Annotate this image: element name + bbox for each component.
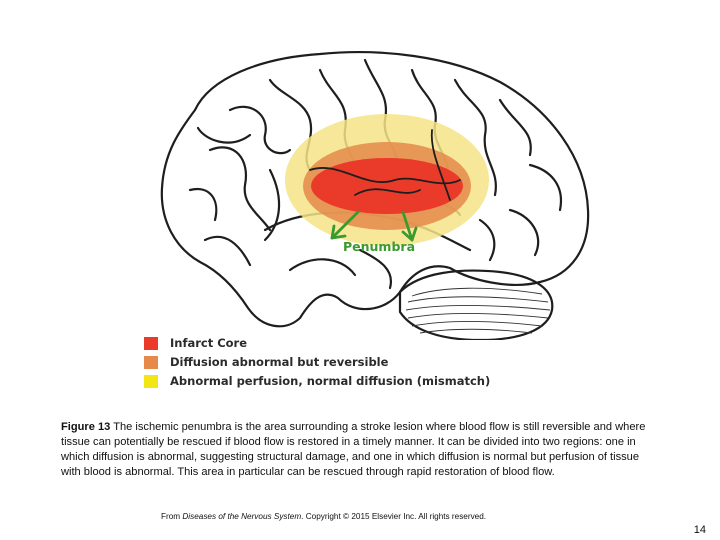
brain-outline: [160, 51, 590, 328]
legend-item-abnormal-perfusion: Abnormal perfusion, normal diffusion (mi…: [144, 372, 490, 390]
legend-swatch-abnormal-perfusion: [144, 374, 158, 388]
copyright-credit: From Diseases of the Nervous System. Cop…: [161, 512, 486, 521]
legend-label: Infarct Core: [170, 336, 248, 350]
legend-label: Abnormal perfusion, normal diffusion (mi…: [170, 374, 491, 388]
penumbra-arrows: [330, 210, 418, 242]
legend-label: Diffusion abnormal but reversible: [170, 355, 389, 369]
credit-book-title: Diseases of the Nervous System: [182, 512, 302, 521]
figure-caption: Figure 13 The ischemic penumbra is the a…: [61, 420, 661, 480]
infarct-core-zone: [311, 158, 463, 214]
legend-item-infarct-core: Infarct Core: [144, 334, 490, 352]
credit-suffix: . Copyright © 2015 Elsevier Inc. All rig…: [301, 512, 487, 521]
brain-diagram: Penumbra: [160, 51, 590, 340]
penumbra-label: Penumbra: [343, 239, 415, 254]
legend-swatch-infarct-core: [144, 336, 158, 350]
page-number: 14: [693, 524, 706, 536]
credit-prefix: From: [161, 512, 183, 521]
cerebellum-outline: [398, 269, 554, 340]
legend: Infarct Core Diffusion abnormal but reve…: [144, 334, 490, 391]
caption-text: The ischemic penumbra is the area surrou…: [61, 421, 646, 478]
legend-swatch-diffusion-abnormal: [144, 355, 158, 369]
legend-item-diffusion-abnormal: Diffusion abnormal but reversible: [144, 353, 490, 371]
figure-number: Figure 13: [61, 421, 111, 433]
